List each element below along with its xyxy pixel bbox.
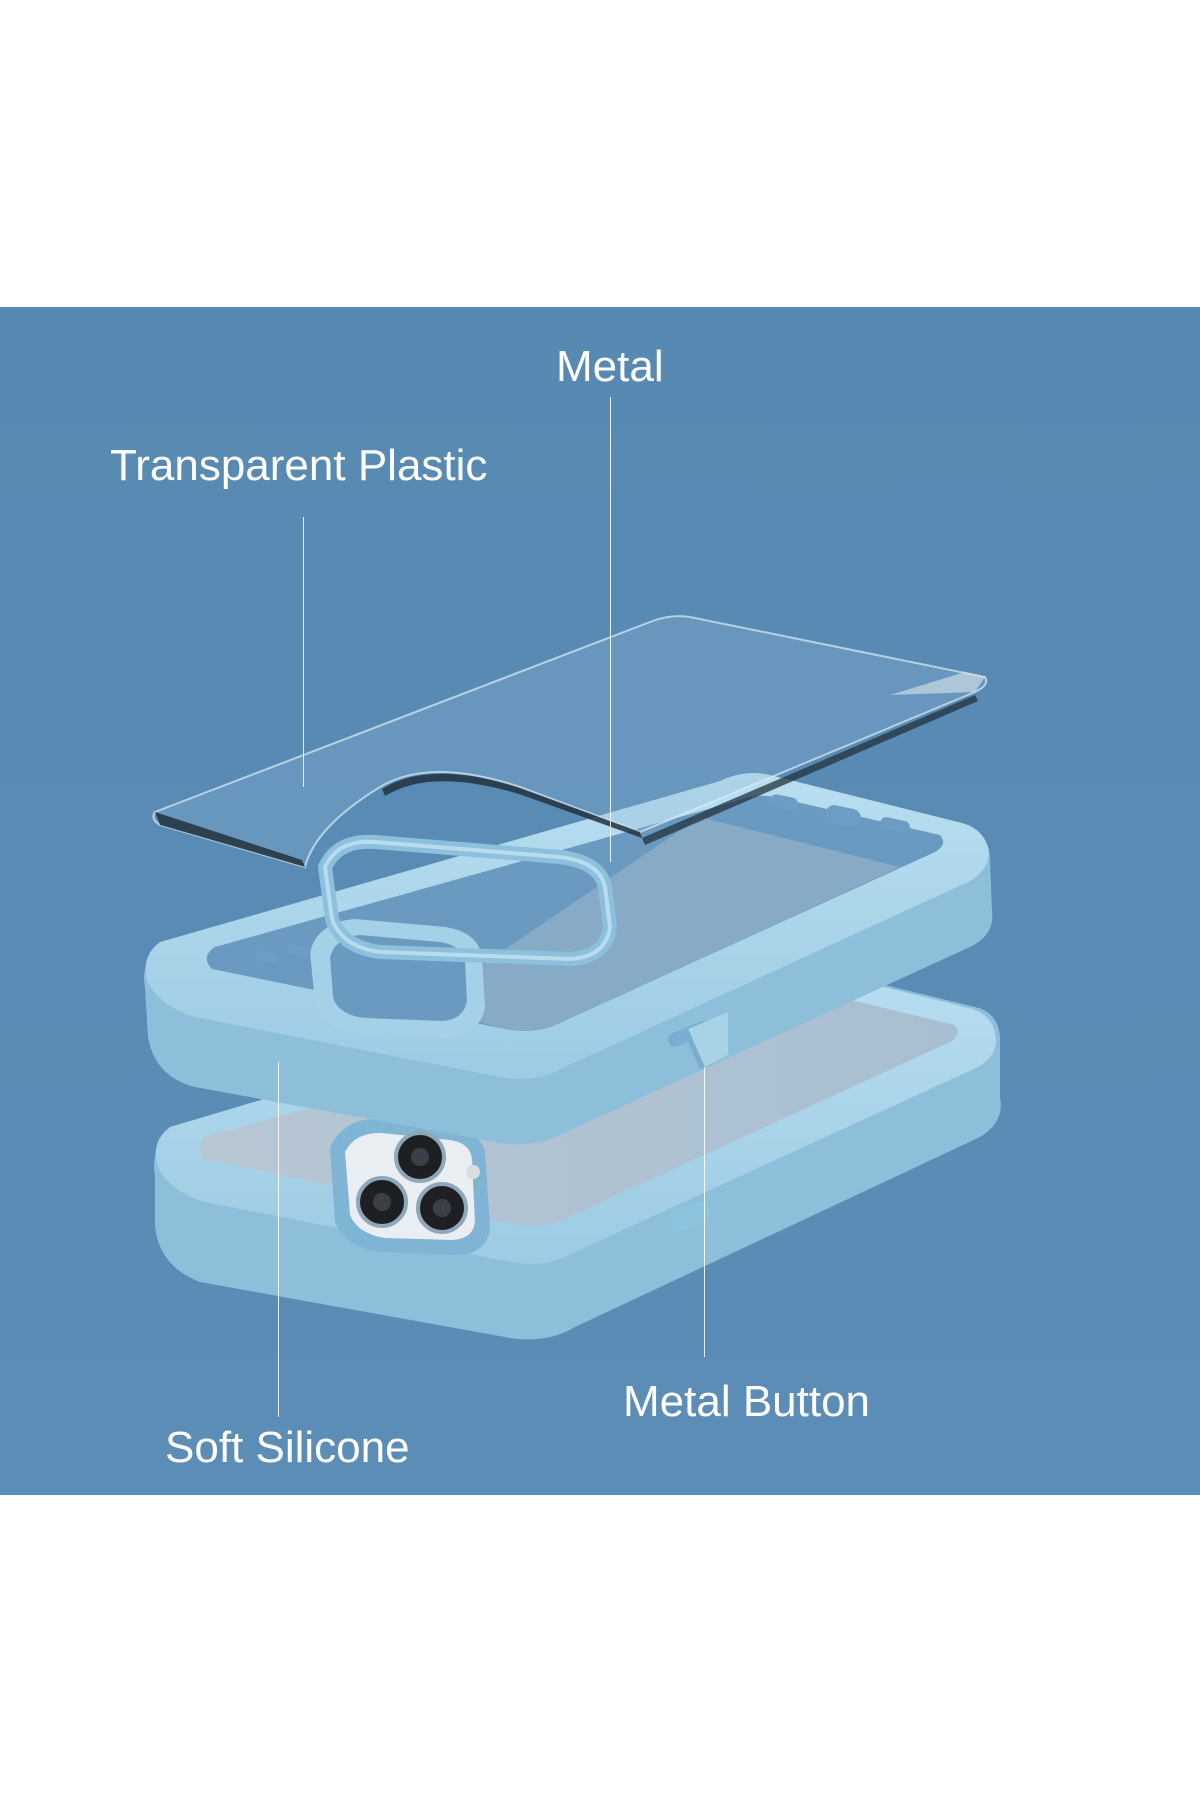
- transparent-plastic-back: [152, 615, 988, 869]
- label-soft-silicone: Soft Silicone: [165, 1423, 410, 1472]
- diagram-panel: Metal Transparent Plastic Metal Button S…: [0, 307, 1200, 1495]
- leader-line-metal-button: [704, 1067, 705, 1357]
- label-metal-button: Metal Button: [623, 1377, 871, 1426]
- leader-line-metal: [610, 397, 611, 862]
- leader-line-transparent-plastic: [303, 517, 304, 787]
- exploded-case-illustration: [0, 307, 1200, 1495]
- metal-button-part: [684, 1012, 728, 1070]
- leader-line-soft-silicone: [278, 1062, 279, 1417]
- label-metal: Metal: [556, 342, 664, 391]
- metal-side-button: [669, 1200, 711, 1232]
- label-transparent-plastic: Transparent Plastic: [110, 441, 488, 490]
- metal-camera-ring: [317, 834, 618, 967]
- camera-module: [330, 1118, 490, 1255]
